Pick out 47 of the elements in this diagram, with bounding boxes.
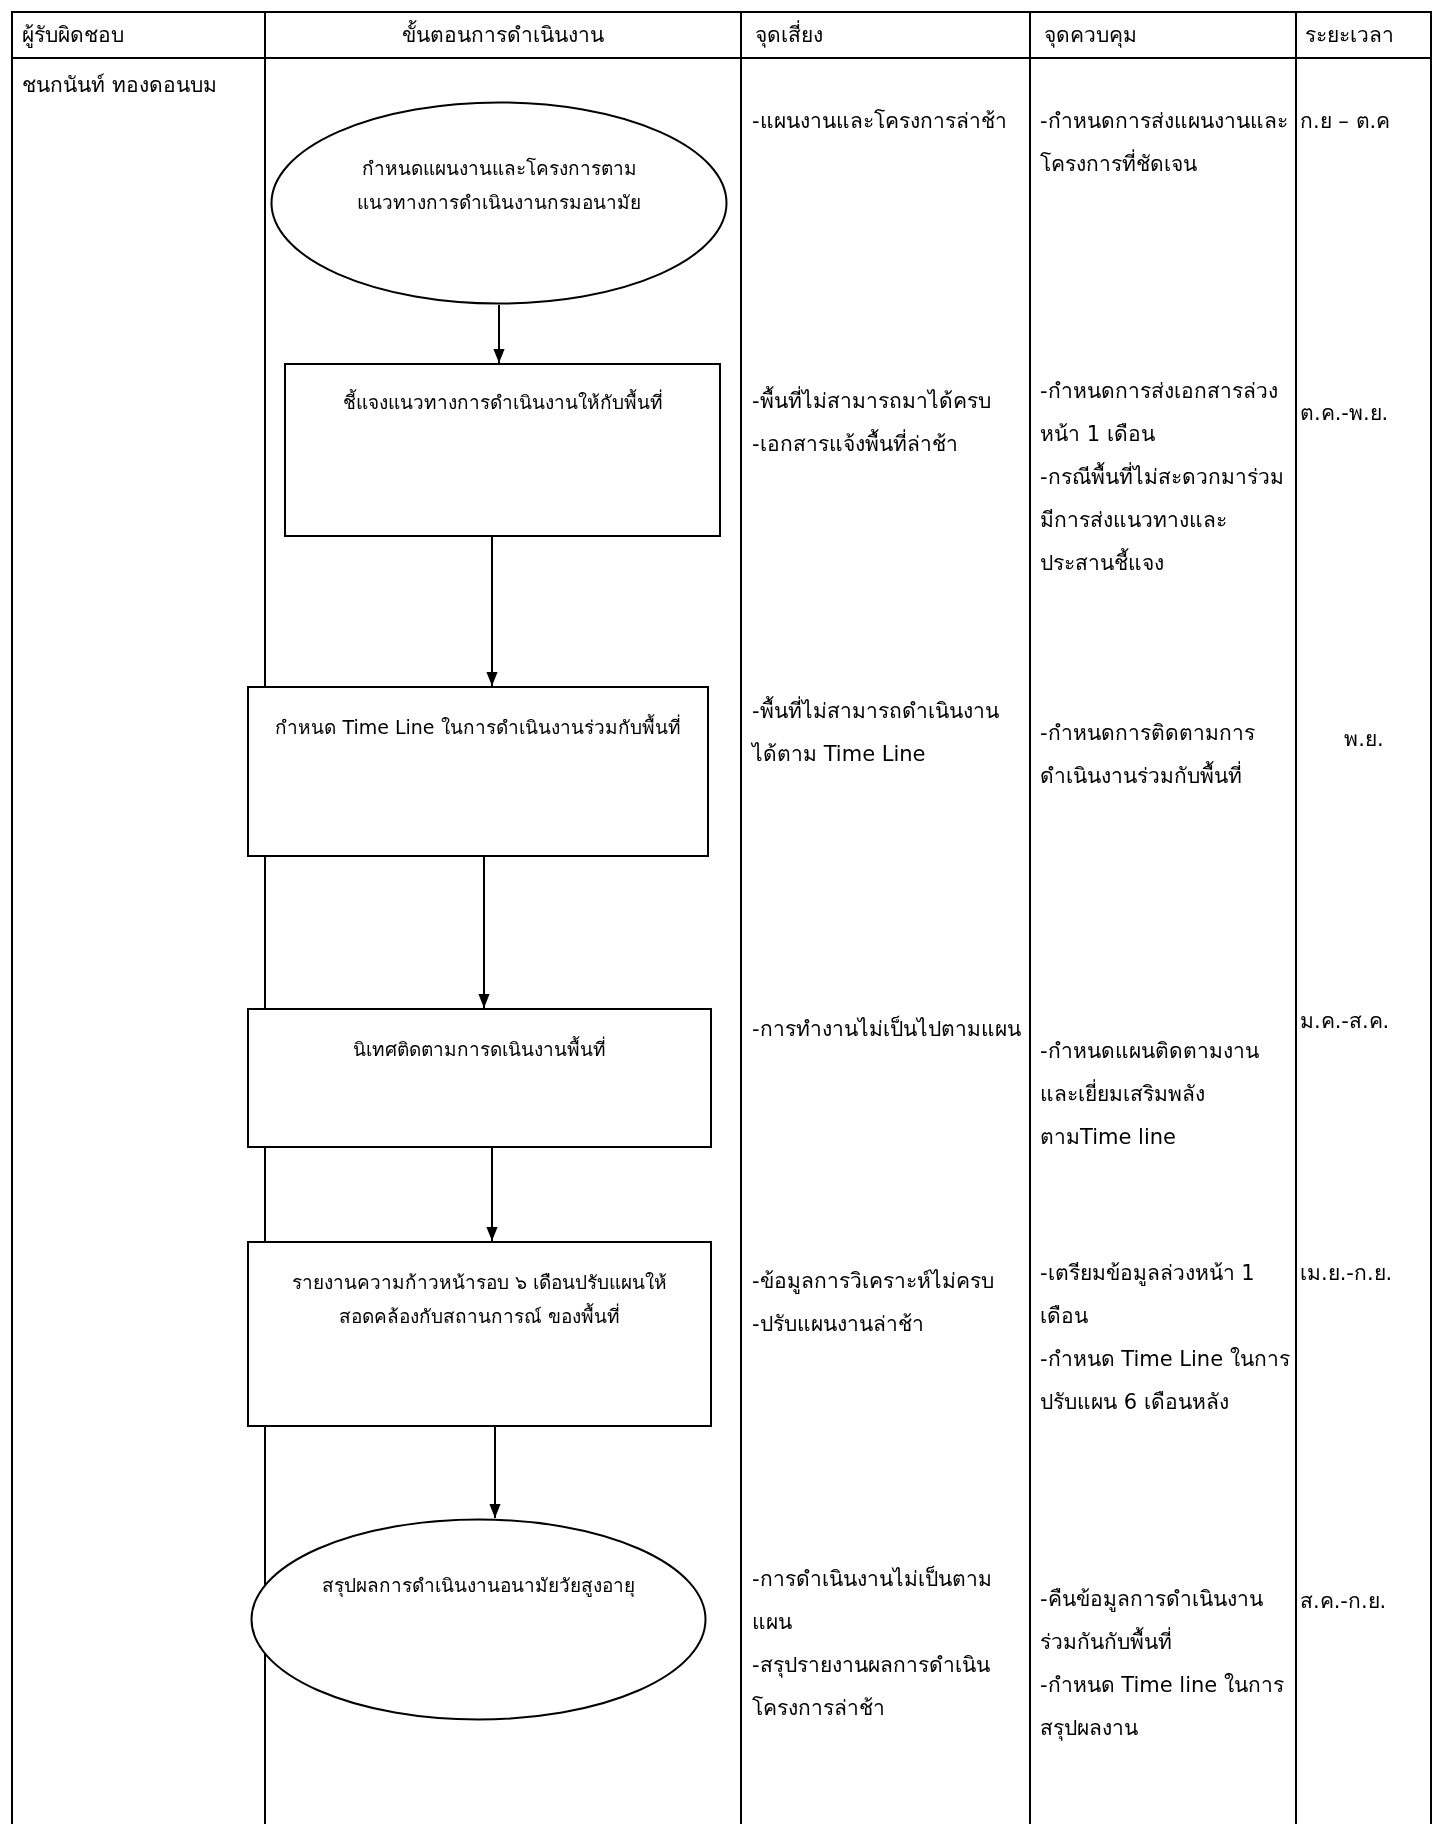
step-text: นิเทศติดตามการดเนินงานพื้นที่: [353, 1035, 606, 1062]
risk-text: -พื้นที่ไม่สามารถมาได้ครบ: [752, 380, 1022, 423]
risk-text: -แผนงานและโครงการล่าช้า: [752, 108, 1008, 135]
column-header: ระยะเวลา: [1305, 22, 1395, 49]
control-text: -กำหนด Time Line ในการปรับแผน 6 เดือนหลัง: [1040, 1346, 1291, 1416]
control-text: -กรณีพื้นที่ไม่สะดวกมาร่วมมีการส่งแนวทางและประสานชี้แจง: [1040, 456, 1295, 585]
risk-text: -สรุปรายงานผลการดำเนินโครงการล่าช้า: [752, 1652, 991, 1722]
column-header: จุดควบคุม: [1044, 22, 1138, 50]
process-box: [247, 1008, 712, 1148]
period-text: ต.ค.-พ.ย.: [1300, 400, 1390, 427]
risk-text: -เอกสารแจ้งพื้นที่ล่าช้า: [752, 423, 1022, 466]
step-text: สรุปผลการดำเนินงานอนามัยวัยสูงอายุ: [322, 1573, 635, 1599]
control-text: -กำหนดการส่งแผนงานและโครงการที่ชัดเจน: [1040, 108, 1289, 178]
period-text: ม.ค.-ส.ค.: [1300, 1008, 1391, 1035]
control-text: -กำหนดการส่งเอกสารล่วงหน้า 1 เดือน: [1040, 378, 1279, 448]
arrow: [486, 536, 498, 687]
column-header: จุดเสี่ยง: [755, 14, 1025, 57]
step-text: รายงานความก้าวหน้ารอบ ๖ เดือนปรับแผนให้สอดคล้องกับสถานการณ์ ของพื้นที่: [290, 1270, 669, 1329]
responsible-name: ชนกนันท์ ทองดอนบม: [22, 72, 218, 99]
control-text: -กำหนดการติดตามการดำเนินงานร่วมกับพื้นที่: [1040, 720, 1256, 790]
process-box: [247, 686, 709, 857]
terminal-ellipse: [250, 1518, 707, 1721]
risk-text: -ปรับแผนงานล่าช้า: [752, 1311, 925, 1338]
arrow: [486, 1147, 498, 1242]
control-text: -กำหนด Time line ในการสรุปผลงาน: [1040, 1672, 1285, 1743]
risk-text: -ข้อมูลการวิเคราะห์ไม่ครบ: [752, 1268, 995, 1296]
step-text: กำหนด Time Line ในการดำเนินงานร่วมกับพื้นที่: [275, 713, 681, 740]
period-text: ส.ค.-ก.ย.: [1300, 1588, 1388, 1615]
column-header: ขั้นตอนการดำเนินงาน: [265, 14, 741, 57]
risk-text: -พื้นที่ไม่สามารถดำเนินงานได้ตาม Time Line: [752, 690, 1022, 776]
terminal-ellipse: [270, 101, 728, 305]
arrow: [493, 304, 505, 364]
process-box: [247, 1241, 712, 1427]
process-box: [284, 363, 721, 537]
step-text: ชี้แจงแนวทางการดำเนินงานให้กับพื้นที่: [342, 388, 663, 415]
control-text: -กำหนดแผนติดตามงานและเยี่ยมเสริมพลังตามTime line: [1040, 1038, 1260, 1151]
control-text: -เตรียมข้อมูลล่วงหน้า 1 เดือน: [1040, 1260, 1256, 1330]
step-text: กำหนดแผนงานและโครงการตามแนวทางการดำเนินงานกรมอนามัย: [356, 156, 642, 215]
control-text: -คืนข้อมูลการดำเนินงานร่วมกันกับพื้นที่: [1040, 1586, 1264, 1656]
risk-text: -การทำงานไม่เป็นไปตามแผน: [752, 1014, 1022, 1043]
column-header: ผู้รับผิดชอบ: [22, 22, 125, 50]
period-text: พ.ย.: [1343, 726, 1385, 753]
period-text: เม.ย.-ก.ย.: [1300, 1260, 1394, 1287]
arrow: [489, 1426, 501, 1519]
arrow: [478, 856, 490, 1009]
period-text: ก.ย – ต.ค: [1300, 108, 1392, 135]
risk-text: -การดำเนินงานไม่เป็นตามแผน: [752, 1564, 993, 1636]
